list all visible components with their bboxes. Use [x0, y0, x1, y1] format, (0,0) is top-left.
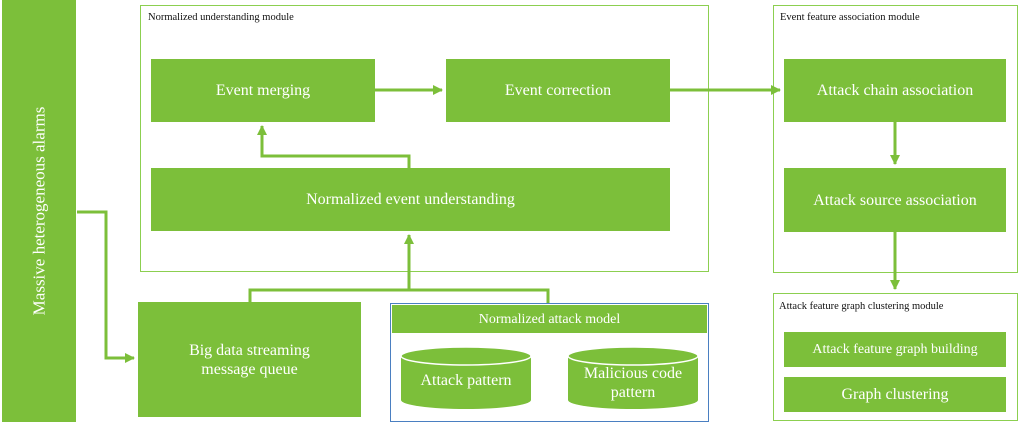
- attack-feature-graph-clustering-module: [773, 293, 1018, 421]
- normalized-understanding-module-title: Normalized understanding module: [148, 12, 294, 23]
- arrow-alarms-to-queue: [77, 210, 135, 363]
- line-model-to-connector: [409, 288, 550, 303]
- normalized-understanding-module: [140, 5, 709, 272]
- big-data-queue-line2: message queue: [201, 360, 298, 378]
- graph-clustering-box: Graph clustering: [784, 377, 1006, 412]
- event-feature-association-module-title: Event feature association module: [780, 12, 920, 23]
- normalized-attack-model-frame: [390, 303, 709, 422]
- big-data-streaming-queue-box: Big data streaming message queue: [138, 302, 361, 417]
- malicious-code-line1: Malicious code: [583, 365, 683, 382]
- normalized-event-understanding-box: Normalized event understanding: [151, 168, 670, 231]
- arrow-understanding-to-merging: [257, 125, 411, 168]
- attack-feature-graph-clustering-module-title: Attack feature graph clustering module: [779, 301, 944, 312]
- malicious-code-pattern-label: Malicious code pattern: [566, 360, 700, 406]
- attack-chain-association-box: Attack chain association: [784, 59, 1006, 122]
- attack-pattern-cylinder: [400, 346, 532, 409]
- attack-pattern-label: Attack pattern: [420, 371, 512, 389]
- malicious-code-line2: pattern: [610, 384, 656, 401]
- arrow-queue-to-understanding: [248, 234, 414, 302]
- event-merging-box: Event merging: [151, 59, 375, 122]
- malicious-code-pattern-cylinder: [567, 346, 699, 409]
- normalized-attack-model-header: Normalized attack model: [392, 305, 707, 333]
- attack-feature-graph-building-box: Attack feature graph building: [784, 332, 1006, 367]
- massive-heterogeneous-alarms-bar: [2, 0, 76, 422]
- event-correction-box: Event correction: [446, 59, 670, 122]
- attack-source-association-box: Attack source association: [784, 168, 1006, 232]
- big-data-queue-line1: Big data streaming: [189, 341, 310, 359]
